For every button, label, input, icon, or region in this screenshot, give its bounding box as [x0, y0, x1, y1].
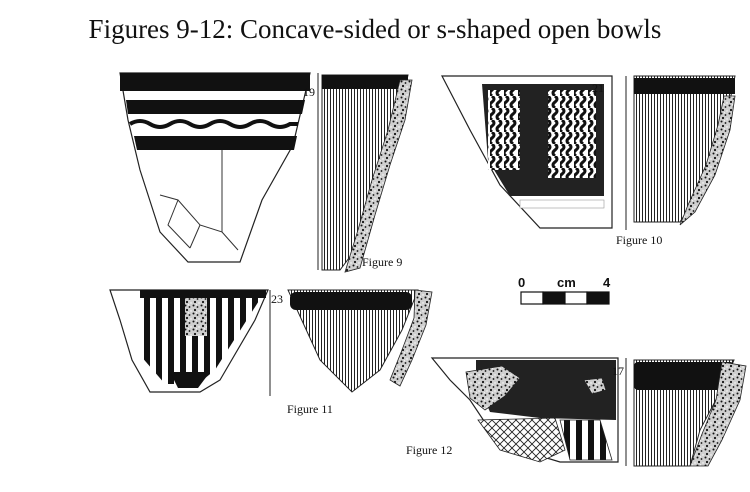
figure-12-diagonal-stripes [559, 419, 613, 461]
scale-bar-start: 0 [518, 275, 525, 290]
figure-12-drawing [430, 357, 747, 467]
figure-12-speckle-right [583, 377, 607, 395]
figure-10-caption: Figure 10 [616, 233, 662, 247]
figure-12-section-rim [634, 362, 734, 390]
figure-9-number: 19 [303, 85, 315, 99]
figure-10-section-rim [634, 78, 735, 94]
figure-11-section-rim [290, 292, 412, 310]
figure-9-drawing [119, 72, 413, 273]
figure-12-crosshatch [477, 417, 566, 463]
page-title: Figures 9-12: Concave-sided or s-shaped … [88, 14, 662, 44]
figure-11-number: 23 [271, 292, 283, 306]
figure-12-caption: Figure 12 [406, 443, 452, 457]
figure-9-section-edge [344, 79, 413, 273]
figure-9-band-3 [134, 136, 297, 150]
figure-10-drawing [441, 75, 736, 230]
figure-11-rim-band [140, 290, 266, 298]
figure-9-section-rim [322, 75, 408, 89]
figure-11-section-edge [389, 289, 433, 387]
figure-10-number: 21 [592, 81, 604, 95]
figure-11-caption: Figure 11 [287, 402, 333, 416]
figure-10-wavy-panel-left [488, 90, 520, 170]
figure-12-speckle-left [465, 365, 521, 411]
figure-12-section-edge [689, 361, 747, 467]
figure-10-lower-band [519, 199, 605, 209]
figure-9-rim-band [120, 73, 310, 91]
figure-11-base-dark [170, 372, 210, 388]
scale-bar-unit: cm [557, 275, 576, 290]
figure-9-wavy-band [128, 119, 298, 129]
figure-10-wavy-panel-right [548, 90, 596, 178]
scale-bar-end: 4 [603, 275, 611, 290]
figure-11-drawing [109, 289, 433, 396]
figure-12-number: 17 [612, 364, 624, 378]
scale-bar [520, 291, 610, 305]
figure-11-striped-field [140, 296, 262, 384]
figure-9-fracture-lines [159, 150, 239, 251]
figure-11-speckled-panel [185, 298, 207, 336]
figure-9-band-2 [126, 100, 305, 114]
figure-9-caption: Figure 9 [362, 255, 402, 269]
figure-10-section-edge [679, 95, 736, 226]
